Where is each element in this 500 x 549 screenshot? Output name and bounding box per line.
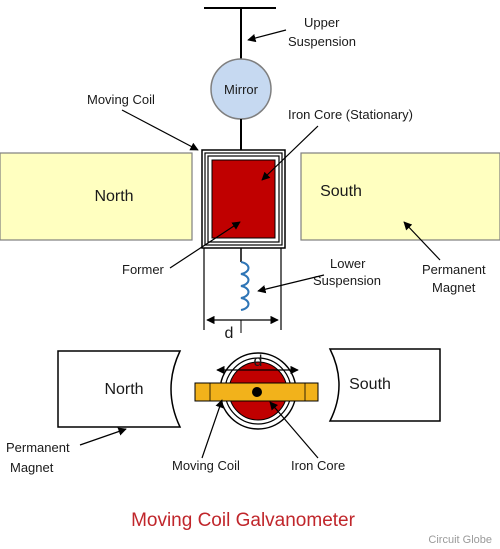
north-label-top: North (94, 188, 133, 205)
south-label-top: South (320, 183, 362, 200)
south-pole-top (300, 152, 500, 241)
d-label-top: d (225, 325, 234, 342)
north-pole-bottom (57, 350, 182, 428)
moving-coil-pointer-top (121, 109, 199, 151)
iron-core-stationary (211, 159, 276, 239)
permanent-magnet-label-right-2: Magnet (432, 280, 476, 295)
lower-suspension-label-1: Lower (330, 256, 366, 271)
mirror-label: Mirror (224, 82, 259, 97)
diagram-title: Moving Coil Galvanometer (131, 510, 356, 531)
permanent-magnet-pointer-left (79, 427, 127, 446)
former-pointer (169, 221, 241, 269)
south-label-bottom: South (349, 376, 391, 393)
iron-core-pointer-bottom (269, 401, 319, 459)
south-pole-bottom (328, 348, 441, 422)
permanent-magnet-pointer-right (403, 221, 441, 261)
watermark: Circuit Globe (428, 534, 492, 546)
upper-suspension-pointer (247, 29, 287, 43)
lower-suspension-label-2: Suspension (313, 273, 381, 288)
moving-coil-label-bottom: Moving Coil (172, 458, 240, 473)
permanent-magnet-label-left-1: Permanent (6, 440, 70, 455)
moving-coil-winding-outer (204, 152, 283, 246)
iron-core-label-bottom: Iron Core (291, 458, 345, 473)
north-label-bottom: North (104, 381, 143, 398)
d-label-bottom: d (254, 353, 263, 370)
iron-core-stationary-pointer (261, 125, 319, 181)
moving-coil-pointer-bottom (201, 399, 224, 459)
permanent-magnet-label-left-2: Magnet (10, 460, 54, 475)
upper-suspension-label-1: Upper (304, 15, 340, 30)
former-label: Former (122, 262, 165, 277)
permanent-magnet-label-right-1: Permanent (422, 262, 486, 277)
iron-core-stationary-label: Iron Core (Stationary) (288, 107, 413, 122)
lower-suspension-pointer (257, 274, 325, 294)
upper-suspension-label-2: Suspension (288, 34, 356, 49)
moving-coil-label-top: Moving Coil (87, 92, 155, 107)
pivot-point (252, 387, 262, 397)
moving-coil-winding-inner (207, 155, 280, 243)
lower-suspension-spring (240, 261, 250, 311)
north-pole-top (0, 152, 193, 241)
